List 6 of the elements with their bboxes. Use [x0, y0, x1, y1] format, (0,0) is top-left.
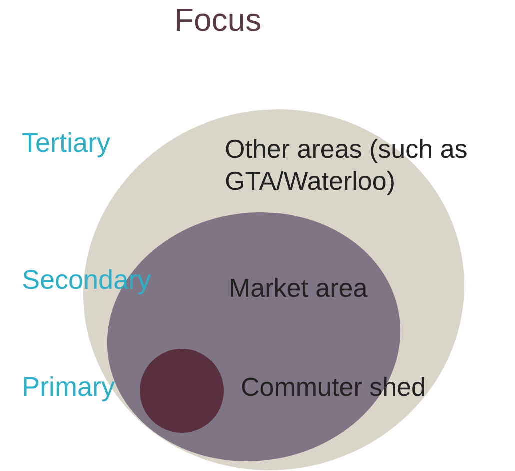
- area-label: Commuter shed: [241, 371, 426, 403]
- area-label: Market area: [229, 272, 369, 304]
- area-label: Other areas (such as GTA/Waterloo): [225, 133, 469, 197]
- title: Focus: [173, 2, 263, 39]
- tier-label: Tertiary: [22, 128, 111, 159]
- tier-label: Primary: [22, 372, 115, 403]
